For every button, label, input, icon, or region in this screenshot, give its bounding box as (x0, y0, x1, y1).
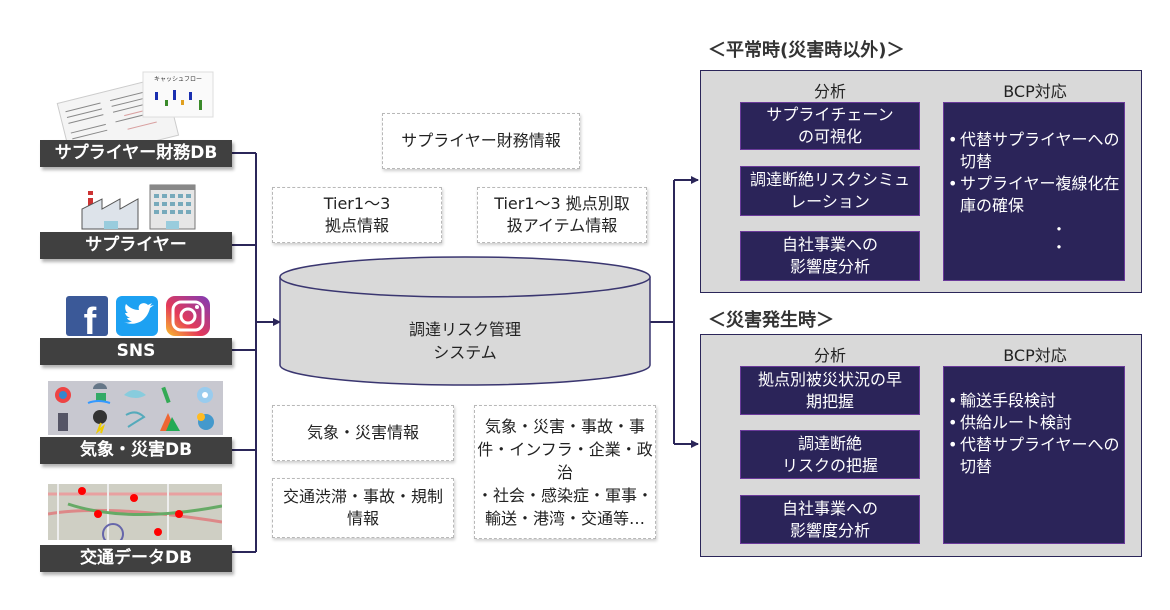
system-cylinder (279, 256, 651, 386)
instagram-icon (166, 296, 210, 336)
disaster-bcp-head: BCP対応 (1003, 346, 1067, 365)
financial-report-icon: キャッシュフロー (55, 70, 215, 163)
source-label-supplier: サプライヤー (40, 232, 232, 259)
callout-news-categories: 気象・災害・事故・事 件・インフラ・企業・政治 ・社会・感染症・軍事・ 輸送・港… (474, 405, 656, 539)
callout-weather: 気象・災害情報 (272, 405, 454, 461)
source-label-sns: SNS (40, 338, 232, 365)
svg-text:f: f (84, 301, 97, 336)
disaster-bcp-item: 輸送手段検討 (948, 390, 1124, 412)
normal-step-1: サプライチェーンの可視化 (740, 102, 920, 150)
disaster-step-2: 調達断絶リスクの把握 (740, 430, 920, 479)
callout-tier-items: Tier1～3 拠点別取 扱アイテム情報 (477, 187, 647, 243)
disaster-bcp-item: 供給ルート検討 (948, 412, 1124, 434)
weather-disaster-icons (48, 381, 223, 435)
system-label: 調達リスク管理 システム (408, 320, 521, 362)
facebook-icon (66, 296, 108, 336)
callout-tier-sites: Tier1～3 拠点情報 (272, 187, 442, 243)
source-label-finance: サプライヤー財務DB (40, 140, 232, 167)
normal-step-3: 自社事業への影響度分析 (740, 231, 920, 281)
normal-analysis-head: 分析 (813, 82, 846, 101)
callout-traffic: 交通渋滞・事故・規制 情報 (272, 478, 454, 538)
source-label-weather: 気象・災害DB (40, 437, 232, 464)
social-media-icons: f (66, 296, 212, 343)
normal-panel-title: ＜平常時(災害時以外)＞ (708, 40, 905, 61)
disaster-panel-title: ＜災害発生時＞ (708, 310, 834, 331)
normal-bcp-more: ・・ (1050, 220, 1067, 257)
normal-step-2: 調達断絶リスクシミュレーション (740, 166, 920, 216)
callout-supplier-finance: サプライヤー財務情報 (382, 113, 580, 169)
traffic-map-icon (47, 484, 223, 545)
svg-text:キャッシュフロー: キャッシュフロー (154, 76, 202, 83)
normal-bcp-head: BCP対応 (1003, 82, 1067, 101)
factory-building-icon (80, 183, 200, 231)
disaster-step-3: 自社事業への影響度分析 (740, 495, 920, 544)
disaster-step-1: 拠点別被災状況の早期把握 (740, 366, 920, 415)
disaster-analysis-head: 分析 (813, 346, 846, 365)
source-label-traffic: 交通データDB (40, 545, 232, 572)
